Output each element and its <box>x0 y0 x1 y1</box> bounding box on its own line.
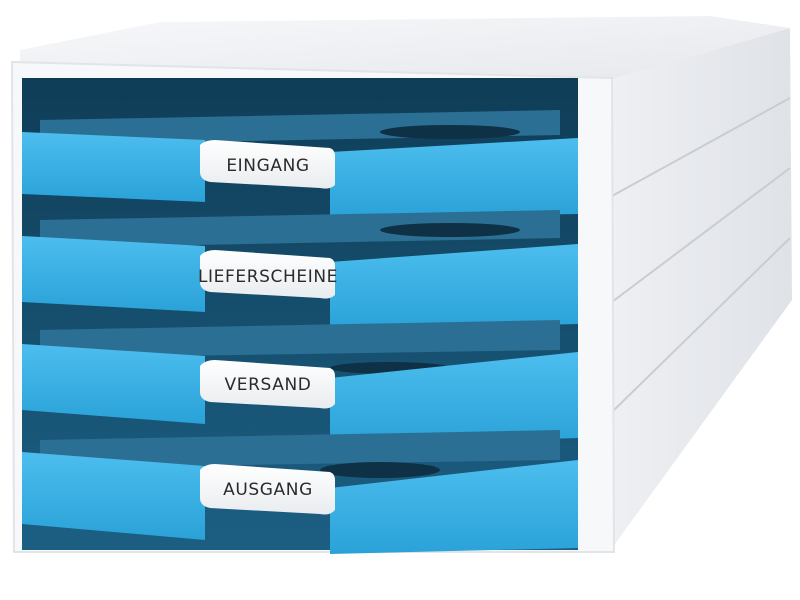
drawer-front-right <box>330 138 578 218</box>
drawer-label-plate <box>200 360 335 409</box>
housing-side-grooves <box>611 97 791 413</box>
drawer-tray-hole <box>320 462 440 478</box>
drawer-label-plate <box>200 464 335 515</box>
drawer-2[interactable]: LIEFERSCHEINE <box>22 210 578 330</box>
drawer-front-left <box>22 452 205 540</box>
drawer-3[interactable]: VERSAND <box>22 320 578 446</box>
drawer-tray-hole <box>380 223 520 237</box>
drawer-front-left <box>22 236 205 312</box>
drawer-front-right <box>330 244 578 330</box>
drawer-1[interactable]: EINGANG <box>22 110 578 218</box>
drawer-label: AUSGANG <box>223 480 313 500</box>
drawer-tray <box>40 210 560 248</box>
drawer-tray <box>40 430 560 468</box>
housing-side <box>610 28 792 548</box>
drawer-tray <box>40 320 560 358</box>
drawer-front-left <box>22 344 205 424</box>
drawer-front-left <box>22 132 205 202</box>
drawer-front-right <box>330 352 578 446</box>
drawer-front-right <box>330 460 578 554</box>
drawer-4[interactable]: AUSGANG <box>22 430 578 554</box>
drawer-label: VERSAND <box>225 375 312 395</box>
housing-top <box>20 16 790 80</box>
drawer-tray-hole <box>380 125 520 139</box>
drawer-label: LIEFERSCHEINE <box>198 267 338 287</box>
drawer-label-plate <box>200 250 335 299</box>
drawer-label-plate <box>200 140 335 189</box>
drawer-label: EINGANG <box>226 156 309 176</box>
